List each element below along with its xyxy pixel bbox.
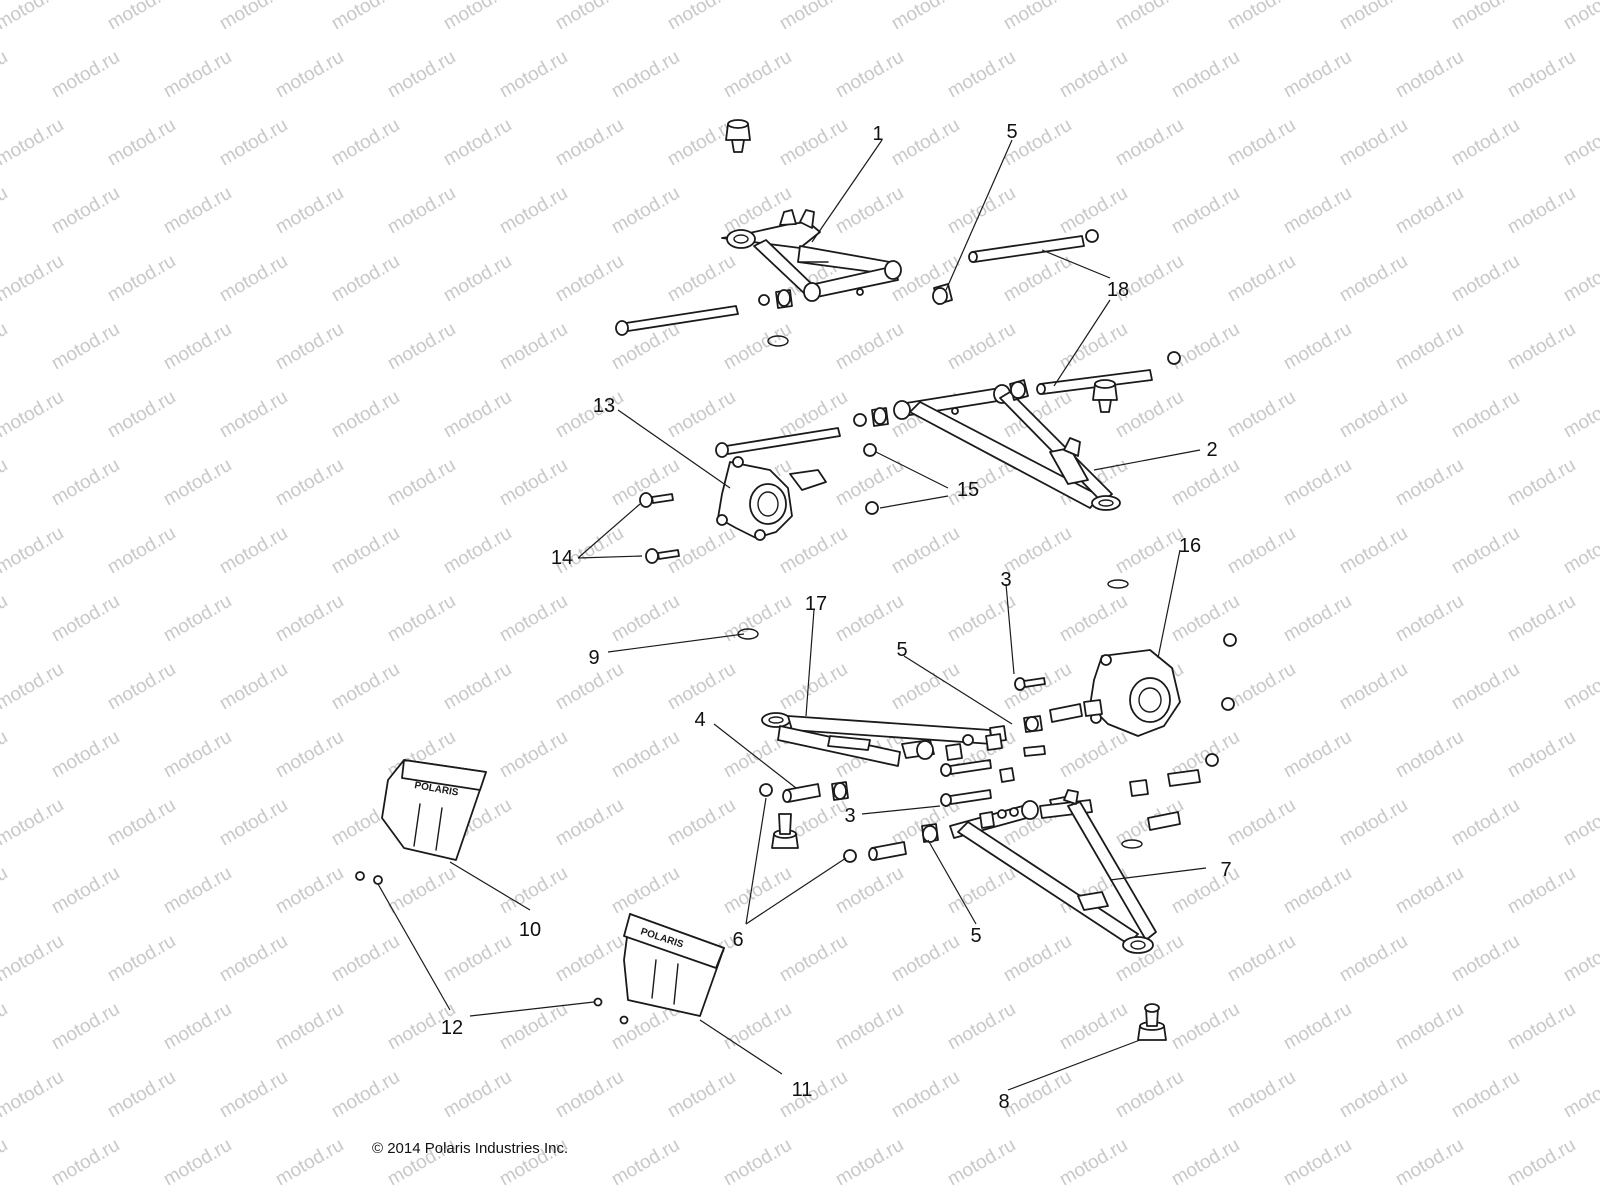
callout-leaders	[377, 139, 1207, 1091]
steering-knuckle-left	[716, 456, 827, 541]
spacer-4	[759, 781, 849, 803]
callout-3: 3	[844, 805, 855, 827]
upper-arm-bolt	[615, 289, 793, 347]
callout-2: 2	[1206, 439, 1217, 461]
callout-18: 18	[1107, 279, 1129, 301]
nuts-15	[863, 443, 879, 515]
bolt-3-upper	[1014, 677, 1046, 691]
lower-bushings-spacers	[940, 699, 1201, 849]
lower-front-a-arm	[761, 712, 1007, 767]
upper-a-arm	[721, 209, 902, 302]
lower-ball-joint-8	[1137, 1003, 1167, 1041]
callout-10: 10	[519, 919, 541, 941]
knuckle-bolts-14	[639, 492, 680, 564]
callout-17: 17	[805, 593, 827, 615]
callout-labels: 1 2 3 3 4 5 5 5 6 7 8 9 10 11 12 13 14 1…	[441, 121, 1232, 1113]
callout-1: 1	[872, 123, 883, 145]
callout-16: 16	[1179, 535, 1201, 557]
callout-8: 8	[998, 1091, 1009, 1113]
steering-knuckle-right	[1089, 579, 1237, 767]
callout-12: 12	[441, 1017, 463, 1039]
callout-14: 14	[551, 547, 573, 569]
skid-plate-10: POLARIS	[355, 759, 487, 885]
callout-5: 5	[970, 925, 981, 947]
copyright-notice: © 2014 Polaris Industries Inc.	[372, 1140, 569, 1157]
upper-rear-a-arm	[893, 384, 1121, 511]
callout-4: 4	[694, 709, 705, 731]
callout-15: 15	[957, 479, 979, 501]
upper-ball-joint	[725, 119, 751, 153]
skid-plate-11: POLARIS	[593, 913, 725, 1025]
callout-9: 9	[588, 647, 599, 669]
callout-5: 5	[896, 639, 907, 661]
callout-6: 6	[732, 929, 743, 951]
callout-7: 7	[1220, 859, 1231, 881]
callout-11: 11	[792, 1079, 813, 1101]
callout-3: 3	[1000, 569, 1011, 591]
upper-bushing-and-tube	[932, 229, 1099, 305]
callout-13: 13	[593, 395, 615, 417]
lower-bushing-5	[843, 807, 1019, 863]
callout-5: 5	[1006, 121, 1017, 143]
middle-arm-bolt	[715, 407, 889, 458]
center-ball-joint	[771, 813, 799, 849]
o-ring-9	[737, 628, 759, 640]
middle-ball-joint	[1092, 379, 1118, 413]
